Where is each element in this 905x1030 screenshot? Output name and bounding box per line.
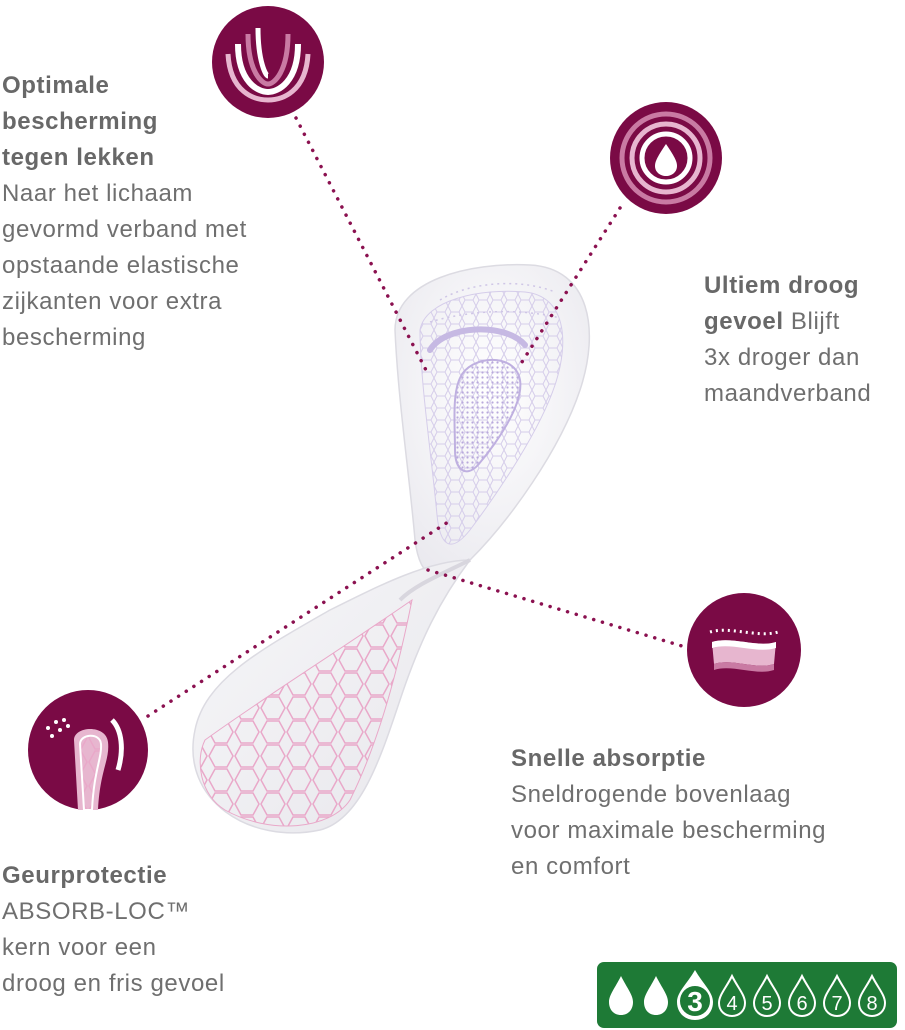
feature-title: Ultiem droog xyxy=(704,272,860,299)
absorbency-scale-label: 6 xyxy=(796,993,807,1015)
feature-fast-absorption: Snelle absorptie Sneldrogende bovenlaag … xyxy=(511,741,826,885)
feature-body: en comfort xyxy=(511,853,631,880)
feature-title: tegen lekken xyxy=(2,144,155,171)
drop-icon-outline xyxy=(822,973,852,1018)
feature-body: droog en fris gevoel xyxy=(2,970,225,997)
drop-icon-outline xyxy=(717,973,747,1018)
feature-body: bescherming xyxy=(2,324,147,351)
connector-lines xyxy=(146,116,684,718)
feature-body: voor maximale bescherming xyxy=(511,817,827,844)
absorbency-scale-label: 4 xyxy=(726,993,737,1015)
feature-body: Naar het lichaam xyxy=(2,180,194,207)
absorbency-level-number: 3 xyxy=(687,986,703,1017)
feature-title: Geurprotectie xyxy=(2,862,168,889)
absorbency-scale-label: 8 xyxy=(866,993,877,1015)
feature-title-line2: gevoel Blijft xyxy=(704,304,871,340)
drop-icon-outline xyxy=(787,973,817,1018)
feature-leak-protection: Optimale bescherming tegen lekken Naar h… xyxy=(2,68,247,356)
drop-icon-outline xyxy=(857,973,887,1018)
pad-upper xyxy=(394,263,591,579)
feature-body: maandverband xyxy=(704,380,872,407)
absorption-layer-icon xyxy=(687,593,801,707)
drop-icon-filled xyxy=(609,976,633,1015)
connector-dry xyxy=(520,206,622,364)
feature-dry-feel: Ultiem droog gevoel Blijft 3x droger dan… xyxy=(704,268,871,412)
feature-body: Sneldrogende bovenlaag xyxy=(511,781,792,808)
pad-lower xyxy=(192,558,472,834)
connector-leak xyxy=(294,116,430,376)
drop-icon-filled xyxy=(644,976,668,1015)
feature-odor-protection: Geurprotectie ABSORB-LOC™ kern voor een … xyxy=(2,858,225,1002)
odor-core-icon xyxy=(28,690,148,811)
connector-absorption xyxy=(426,568,684,648)
feature-body: opstaande elastische xyxy=(2,252,240,279)
drop-icon-outline xyxy=(752,973,782,1018)
feature-title: Snelle absorptie xyxy=(511,745,706,772)
feature-title: Optimale xyxy=(2,72,110,99)
absorbency-scale-label: 7 xyxy=(831,993,842,1015)
feature-title: gevoel xyxy=(704,308,784,335)
feature-body: Blijft xyxy=(783,308,840,335)
absorbency-badge: 3 4 5 6 7 8 xyxy=(597,962,897,1028)
feature-title: bescherming xyxy=(2,108,158,135)
feature-body: kern voor een xyxy=(2,934,157,961)
feature-body: ABSORB-LOC™ xyxy=(2,898,190,925)
dry-feel-icon xyxy=(610,102,722,214)
feature-body: 3x droger dan xyxy=(704,344,860,371)
absorbency-scale-label: 5 xyxy=(761,993,772,1015)
leak-protection-icon xyxy=(212,6,324,118)
absorbency-scale: 3 4 5 6 7 8 xyxy=(609,970,887,1020)
feature-body: zijkanten voor extra xyxy=(2,288,223,315)
feature-body: gevormd verband met xyxy=(2,216,247,243)
